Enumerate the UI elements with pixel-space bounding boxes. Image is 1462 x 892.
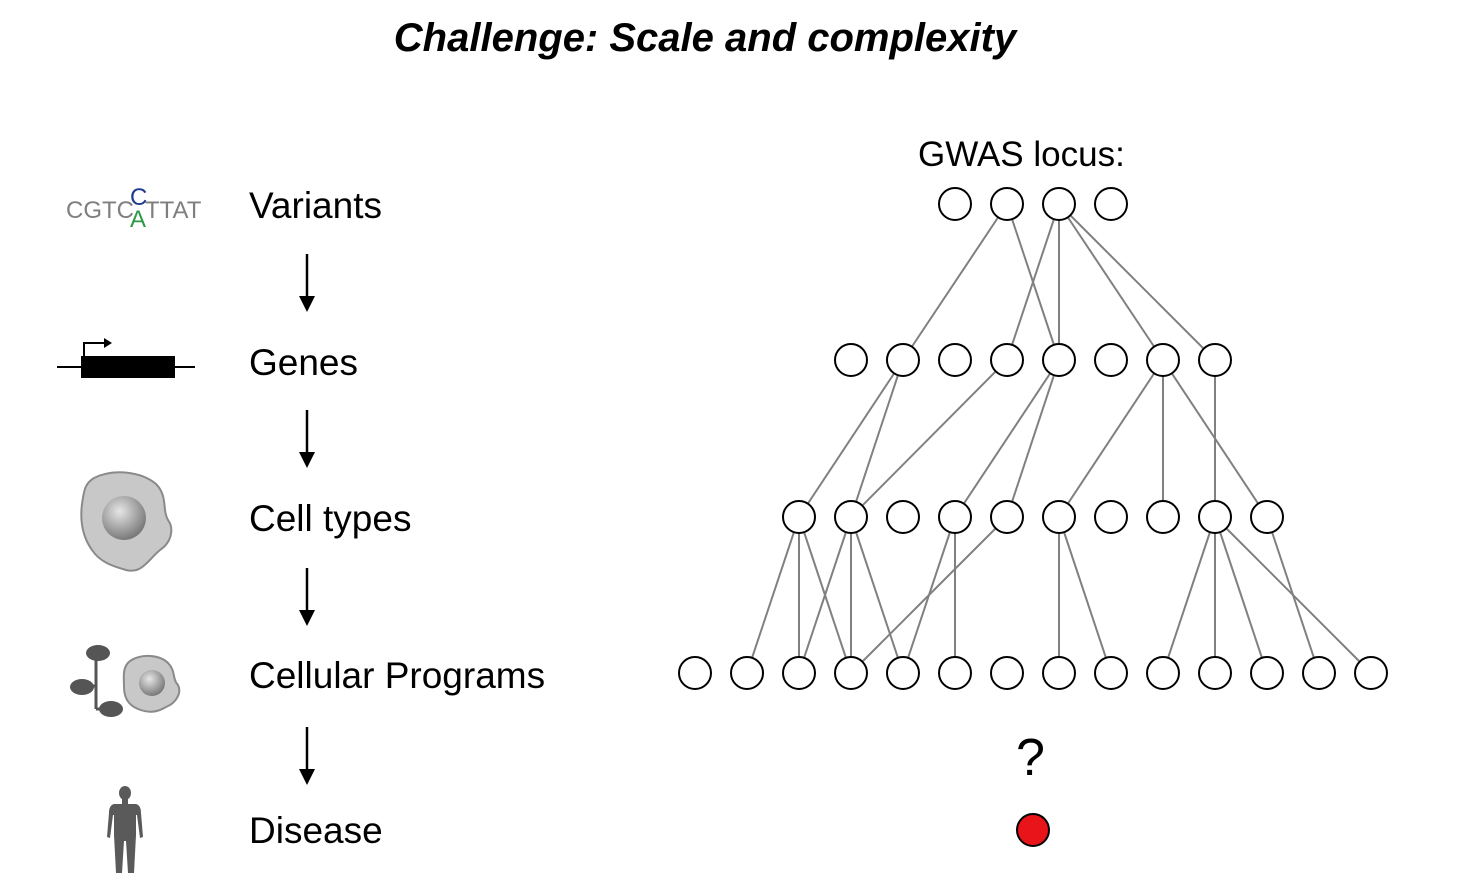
cell-type-node bbox=[1042, 500, 1076, 534]
cellular-program-node bbox=[1250, 656, 1284, 690]
gwas-locus-node bbox=[938, 187, 972, 221]
network-edge bbox=[1058, 516, 1112, 674]
cell-icon bbox=[80, 471, 173, 572]
step-label-variants: Variants bbox=[249, 185, 382, 226]
variant-right-text: TTAT bbox=[145, 197, 202, 224]
cell-type-node bbox=[1250, 500, 1284, 534]
gwas-locus-node bbox=[1042, 187, 1076, 221]
down-arrow-icon bbox=[299, 254, 315, 312]
dna-variant-icon: CGTC C A TTAT bbox=[66, 184, 202, 233]
gene-node bbox=[1198, 343, 1232, 377]
network-edges bbox=[746, 203, 1372, 674]
gwas-locus-label: GWAS locus: bbox=[918, 135, 1125, 174]
network-edge bbox=[1266, 516, 1320, 674]
network-edge bbox=[850, 359, 904, 518]
variant-bottom-base: A bbox=[130, 206, 146, 233]
disease-node bbox=[1016, 813, 1050, 847]
network-edge bbox=[746, 516, 800, 674]
network-edge bbox=[902, 203, 1008, 361]
cellular-program-node bbox=[1302, 656, 1336, 690]
down-arrow-icon bbox=[299, 727, 315, 785]
gene-node bbox=[1146, 343, 1180, 377]
cellular-program-icon bbox=[70, 645, 181, 717]
gene-node bbox=[834, 343, 868, 377]
cell-type-node bbox=[1198, 500, 1232, 534]
down-arrow-icon bbox=[299, 568, 315, 626]
cellular-program-node bbox=[1094, 656, 1128, 690]
cell-type-node bbox=[938, 500, 972, 534]
gene-node bbox=[1042, 343, 1076, 377]
cell-type-node bbox=[990, 500, 1024, 534]
network-edge bbox=[798, 359, 904, 518]
gene-icon bbox=[57, 338, 195, 378]
step-label-cellular-programs: Cellular Programs bbox=[249, 655, 546, 696]
network-edge bbox=[798, 516, 852, 674]
step-label-disease: Disease bbox=[249, 810, 383, 851]
human-figure-icon bbox=[107, 786, 143, 873]
gene-node bbox=[1094, 343, 1128, 377]
cellular-program-node bbox=[1042, 656, 1076, 690]
cellular-program-node bbox=[1198, 656, 1232, 690]
cellular-program-node bbox=[990, 656, 1024, 690]
cellular-program-node bbox=[1354, 656, 1388, 690]
network-edge bbox=[1058, 359, 1164, 518]
network-edge bbox=[850, 516, 1008, 674]
cellular-program-node bbox=[1146, 656, 1180, 690]
step-label-cell-types: Cell types bbox=[249, 498, 412, 539]
gene-node bbox=[990, 343, 1024, 377]
network-edge bbox=[954, 359, 1060, 518]
step-label-genes: Genes bbox=[249, 342, 359, 383]
slide-title: Challenge: Scale and complexity bbox=[393, 16, 1017, 60]
down-arrow-icon bbox=[299, 410, 315, 468]
variant-top-base: C bbox=[130, 184, 147, 211]
network-edge bbox=[1006, 203, 1060, 361]
cell-type-node bbox=[1094, 500, 1128, 534]
network-edge bbox=[1214, 516, 1268, 674]
cellular-program-node bbox=[678, 656, 712, 690]
cell-type-node bbox=[1146, 500, 1180, 534]
network-edge bbox=[850, 359, 1008, 518]
cellular-program-node bbox=[886, 656, 920, 690]
network-edge bbox=[1006, 359, 1060, 518]
cell-type-node bbox=[834, 500, 868, 534]
network-edge bbox=[1162, 516, 1216, 674]
cellular-program-node bbox=[782, 656, 816, 690]
gene-node bbox=[938, 343, 972, 377]
gwas-locus-node bbox=[990, 187, 1024, 221]
cellular-program-node bbox=[834, 656, 868, 690]
small-cell-icon bbox=[122, 655, 181, 713]
cell-type-node bbox=[886, 500, 920, 534]
gwas-locus-node bbox=[1094, 187, 1128, 221]
cellular-program-node bbox=[938, 656, 972, 690]
regulatory-tree-icon bbox=[70, 645, 123, 717]
cellular-program-node bbox=[730, 656, 764, 690]
cell-type-node bbox=[782, 500, 816, 534]
network-edge bbox=[850, 516, 904, 674]
network-nodes bbox=[678, 187, 1388, 847]
network-edge bbox=[1058, 203, 1164, 361]
network-edge bbox=[1058, 203, 1216, 361]
variant-left-text: CGTC bbox=[66, 197, 134, 224]
gene-node bbox=[886, 343, 920, 377]
question-mark: ? bbox=[1016, 729, 1045, 787]
